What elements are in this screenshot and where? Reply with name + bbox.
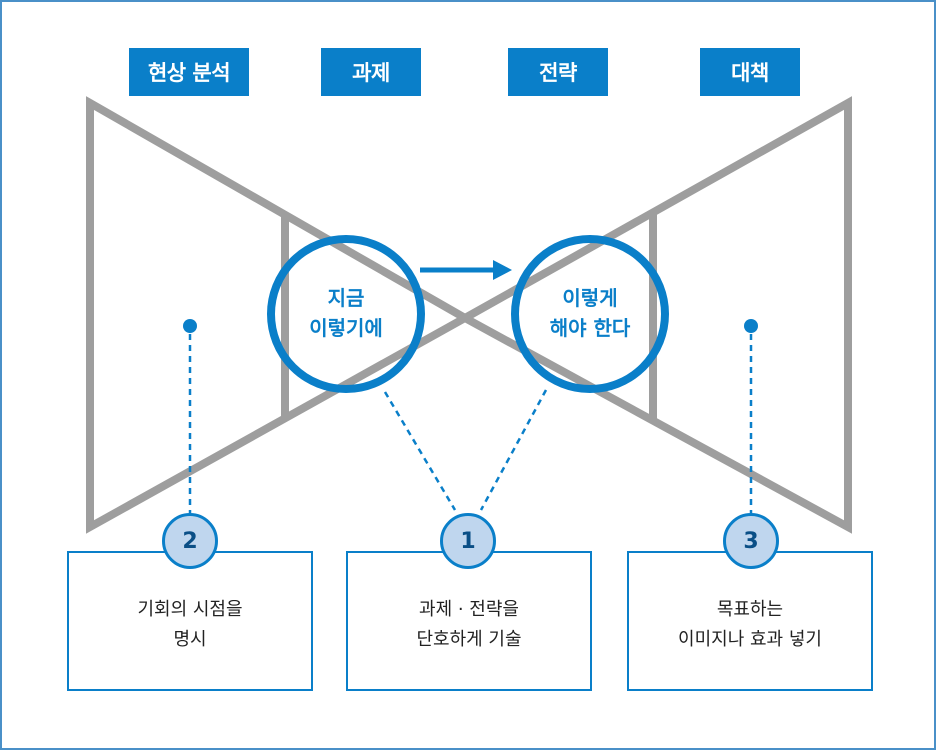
- left-circle-text: 지금 이렇기에: [281, 283, 411, 343]
- left-circle-line-2: 이렇기에: [309, 316, 383, 340]
- step-3-line-1: 목표하는: [716, 599, 784, 620]
- step-box-2: 기회의 시점을 명시: [67, 551, 313, 691]
- step-badge-1: 1: [440, 513, 496, 569]
- center-dotted-line-left: [383, 391, 457, 511]
- right-circle: [511, 235, 669, 393]
- header-label-analysis: 현상 분석: [129, 48, 249, 96]
- header-label-task: 과제: [321, 48, 421, 96]
- center-dotted-line-right: [479, 389, 548, 511]
- right-circle-line-1: 이렇게: [562, 286, 618, 310]
- left-circle: [267, 235, 425, 393]
- step-badge-2: 2: [162, 513, 218, 569]
- right-circle-line-2: 해야 한다: [549, 316, 631, 340]
- step-2-line-1: 기회의 시점을: [137, 599, 243, 620]
- header-label-measure: 대책: [700, 48, 800, 96]
- step-1-line-2: 단호하게 기술: [416, 629, 522, 650]
- step-box-3: 목표하는 이미지나 효과 넣기: [627, 551, 873, 691]
- step-1-line-1: 과제 · 전략을: [419, 599, 519, 620]
- step-box-1: 과제 · 전략을 단호하게 기술: [346, 551, 592, 691]
- step-badge-3: 3: [723, 513, 779, 569]
- step-3-line-2: 이미지나 효과 넣기: [678, 629, 822, 650]
- arrow-icon: [493, 260, 512, 280]
- left-dot: [183, 319, 197, 333]
- right-funnel: [456, 96, 852, 534]
- right-circle-text: 이렇게 해야 한다: [525, 283, 655, 343]
- left-circle-line-1: 지금: [327, 286, 365, 310]
- right-dot: [744, 319, 758, 333]
- step-2-line-2: 명시: [173, 629, 207, 650]
- header-label-strategy: 전략: [508, 48, 608, 96]
- left-funnel: [86, 96, 474, 534]
